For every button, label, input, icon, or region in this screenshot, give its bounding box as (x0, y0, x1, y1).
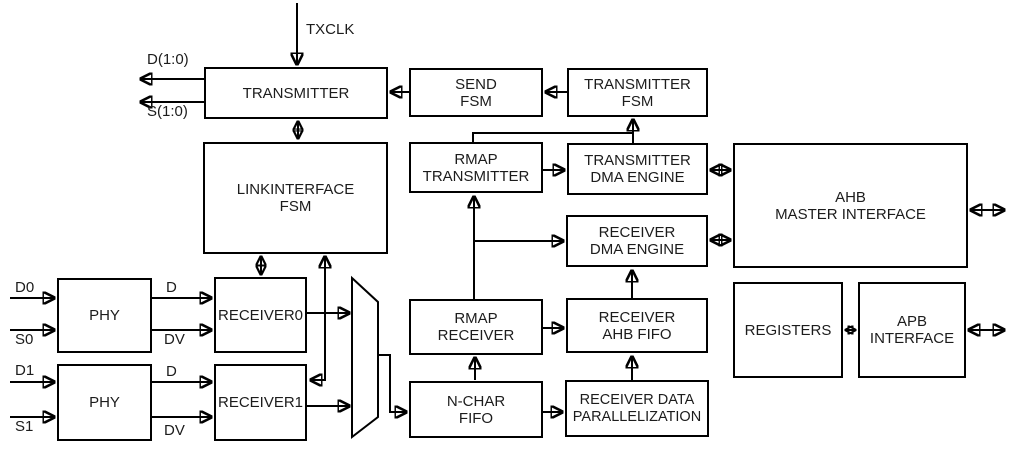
linkfsm-receiver1-elbow-arrow (310, 256, 325, 380)
receiver1-block: RECEIVER1 (214, 364, 307, 441)
apb-interface-block: APB INTERFACE (858, 282, 966, 378)
rmap-receiver-block: RMAP RECEIVER (409, 299, 543, 355)
phy1-dv-signal-label: DV (164, 422, 185, 439)
send-fsm-block: SEND FSM (409, 68, 543, 117)
phy0-dv-signal-label: DV (164, 331, 185, 348)
transmitter-dma-engine-block: TRANSMITTER DMA ENGINE (567, 143, 708, 195)
linkinterface-fsm-block: LINKINTERFACE FSM (203, 142, 388, 254)
rmaptx-txfsm-elbow-wire (472, 132, 633, 143)
strobe-out-signal-label: S(1:0) (147, 103, 188, 120)
s0-signal-label: S0 (15, 331, 34, 348)
s1-signal-label: S1 (15, 418, 34, 435)
ahb-master-interface-block: AHB MASTER INTERFACE (733, 143, 968, 268)
transmitter-block: TRANSMITTER (204, 67, 388, 119)
rmap-transmitter-block: RMAP TRANSMITTER (409, 142, 543, 193)
registers-block: REGISTERS (733, 282, 843, 378)
receiver-data-parallelization-block: RECEIVER DATA PARALLELIZATION (565, 380, 709, 437)
n-char-fifo-block: N-CHAR FIFO (409, 381, 543, 438)
transmitter-fsm-block: TRANSMITTER FSM (567, 68, 708, 117)
mux-shape (351, 275, 379, 440)
d1-signal-label: D1 (15, 362, 35, 379)
txclk-signal-label: TXCLK (306, 21, 355, 38)
receiver-dma-engine-block: RECEIVER DMA ENGINE (566, 215, 708, 267)
phy1-block: PHY (57, 364, 152, 441)
receiver-ahb-fifo-block: RECEIVER AHB FIFO (566, 298, 708, 353)
mux-ncharfifo-elbow-arrow (378, 354, 407, 412)
phy0-block: PHY (57, 278, 152, 353)
receiver0-block: RECEIVER0 (214, 277, 307, 353)
data-out-signal-label: D(1:0) (147, 51, 189, 68)
phy0-d-signal-label: D (166, 279, 177, 296)
d0-signal-label: D0 (15, 279, 35, 296)
phy1-d-signal-label: D (166, 363, 177, 380)
